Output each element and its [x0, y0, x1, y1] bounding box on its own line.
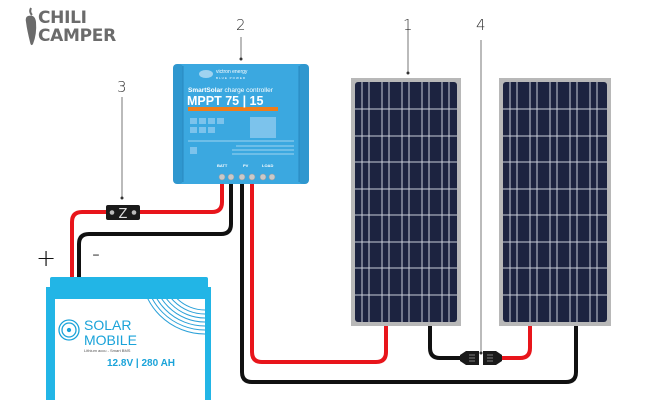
positive-sign: +: [36, 244, 57, 272]
mc4-connector: [460, 351, 502, 365]
negative-sign: -: [92, 242, 100, 267]
logo-line-1: CHILI: [38, 8, 87, 28]
svg-text:Z: Z: [119, 207, 128, 222]
pv-positive-wire: [250, 182, 388, 364]
controller-brand: victron energy: [216, 69, 248, 75]
callout-3: 3: [117, 78, 127, 96]
callout-2: 2: [236, 16, 246, 34]
battery-negative-wire: [77, 182, 233, 280]
battery-name-line2: MOBILE: [84, 332, 137, 348]
battery-name-line1: SOLAR: [84, 317, 132, 333]
controller-brand-sub: BLUE POWER: [216, 76, 247, 80]
panel2-positive-wire: [498, 324, 532, 360]
solar-panel-1: [351, 78, 461, 326]
callout-1: 1: [403, 16, 413, 34]
pv-negative-wire: [240, 182, 578, 384]
chili-camper-logo: CHILI CAMPER: [22, 6, 142, 48]
logo-line-2: CAMPER: [38, 26, 116, 46]
panel1-negative-wire: [428, 324, 464, 360]
controller-subtitle: SmartSolar charge controller: [188, 87, 273, 94]
solar-mobile-logo-icon: [58, 319, 80, 341]
charge-controller: [173, 64, 309, 184]
terminal-label-pv: PV: [243, 163, 249, 168]
chili-pepper-icon: [25, 7, 37, 46]
battery-positive-wire: [70, 182, 224, 280]
battery: [46, 277, 211, 400]
controller-model: MPPT 75 | 15: [187, 94, 264, 108]
fuse: Z: [106, 205, 140, 222]
solar-panel-2: [499, 78, 611, 326]
battery-tagline: Lithium accu - Smart BMS: [84, 348, 131, 353]
terminal-label-load: LOAD: [262, 163, 274, 168]
terminal-label-batt: BATT: [217, 163, 228, 168]
callout-lines: [121, 29, 482, 354]
callout-4: 4: [476, 16, 486, 34]
battery-spec: 12.8V | 280 AH: [107, 358, 176, 369]
